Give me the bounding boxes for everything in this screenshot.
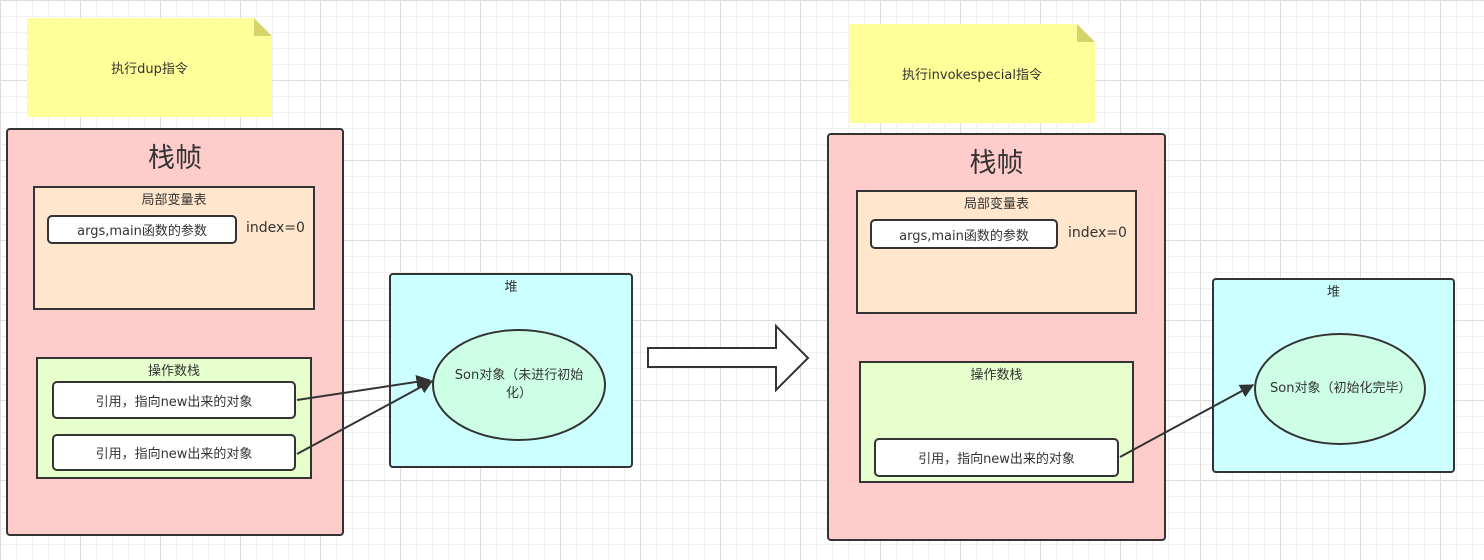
right-locals-slot: args,main函数的参数: [870, 219, 1058, 249]
right-opstack-item-1: 引用，指向new出来的对象: [874, 438, 1119, 477]
left-locals-slot: args,main函数的参数: [47, 215, 237, 244]
right-opstack-title: 操作数栈: [970, 368, 1023, 383]
right-son-object-label: Son对象（初始化完毕）: [1270, 381, 1412, 396]
left-opstack-item-1-label: 引用，指向new出来的对象: [95, 394, 253, 410]
left-heap-title: 堆: [504, 280, 518, 295]
left-local-variable-table: 局部变量表: [33, 186, 315, 310]
right-frame-title: 栈帧: [969, 148, 1024, 179]
right-son-object: Son对象（初始化完毕）: [1254, 333, 1426, 445]
right-local-variable-table: 局部变量表: [856, 190, 1137, 314]
left-locals-index: index=0: [246, 220, 305, 236]
right-locals-title: 局部变量表: [963, 197, 1029, 212]
left-son-object-label: Son对象（未进行初始化）: [454, 368, 584, 401]
left-locals-slot-label: args,main函数的参数: [77, 224, 207, 239]
left-frame-title: 栈帧: [148, 143, 202, 174]
left-locals-title: 局部变量表: [141, 193, 207, 208]
left-son-object: Son对象（未进行初始化）: [432, 329, 606, 441]
left-note: 执行dup指令: [27, 18, 272, 117]
right-locals-slot-label: args,main函数的参数: [899, 228, 1029, 244]
right-heap-title: 堆: [1326, 285, 1340, 300]
left-note-text: 执行dup指令: [111, 62, 188, 77]
right-opstack-item-1-label: 引用，指向new出来的对象: [918, 452, 1075, 467]
left-opstack-item-2-label: 引用，指向new出来的对象: [95, 447, 253, 462]
left-opstack-item-2: 引用，指向new出来的对象: [52, 434, 296, 471]
right-locals-index: index=0: [1068, 225, 1127, 241]
note-fold-corner: [1077, 24, 1095, 42]
left-opstack-item-1: 引用，指向new出来的对象: [52, 381, 296, 419]
left-opstack-title: 操作数栈: [147, 364, 200, 379]
right-note: 执行invokespecial指令: [849, 24, 1095, 123]
transition-arrow: [647, 323, 810, 393]
note-fold-corner: [254, 18, 272, 36]
right-note-text: 执行invokespecial指令: [902, 68, 1042, 83]
